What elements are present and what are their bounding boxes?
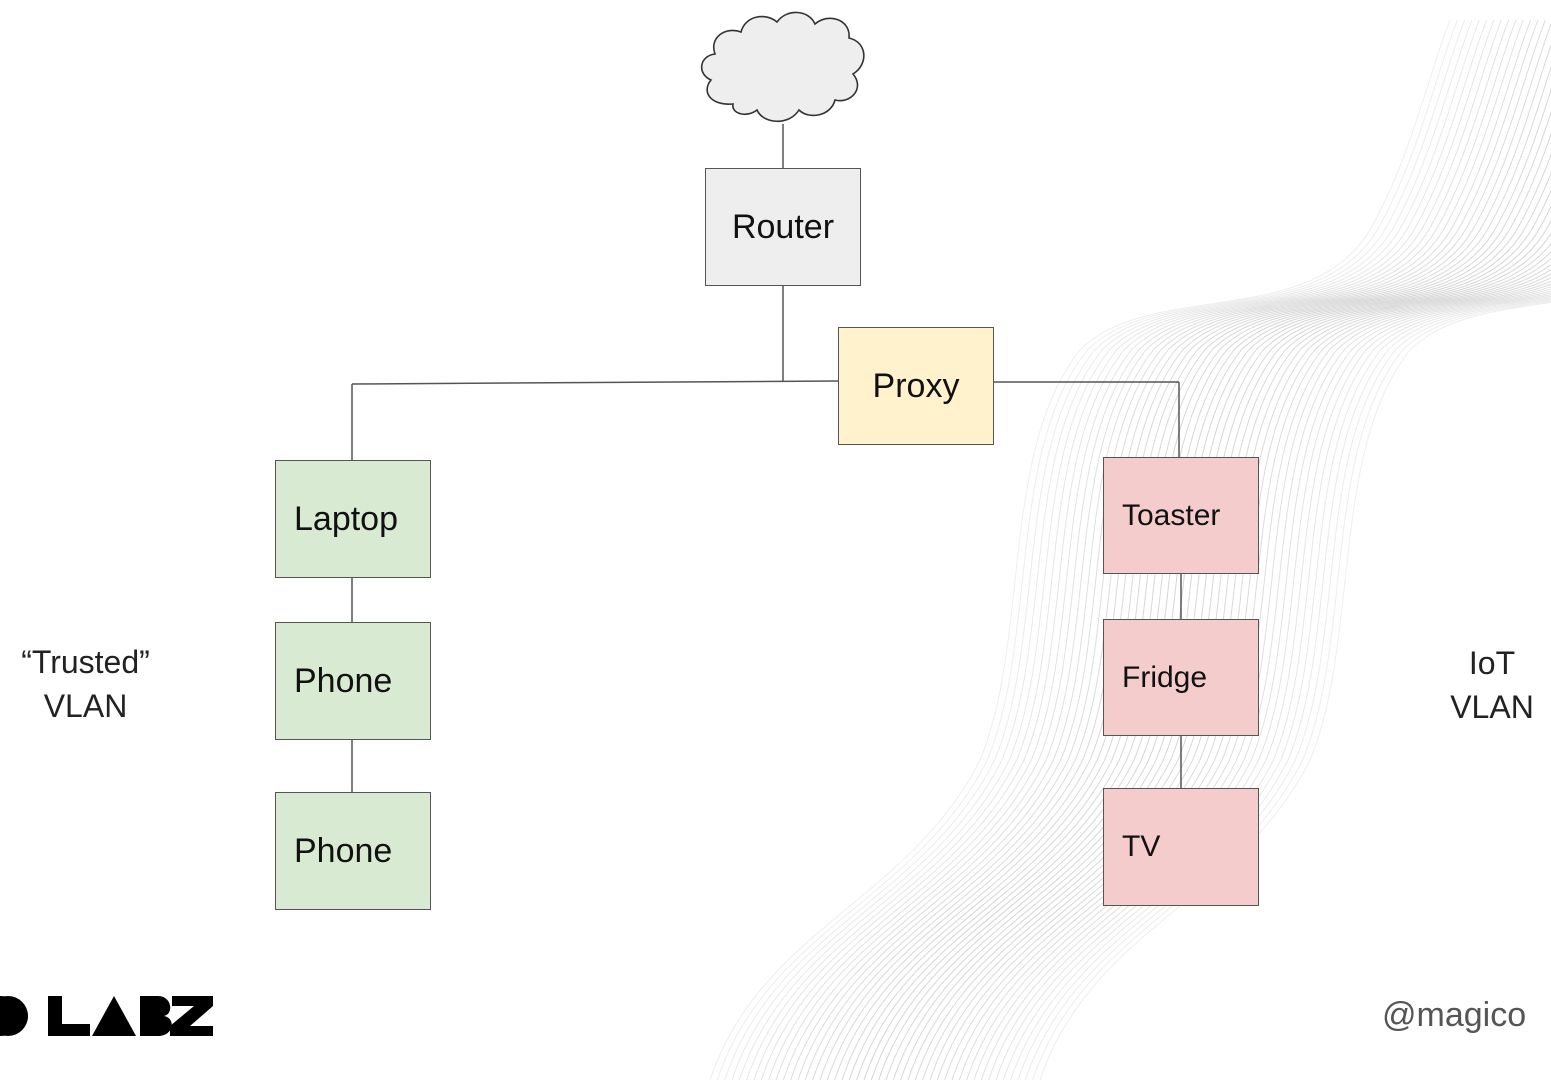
iot-vlan-line2: VLAN — [1450, 689, 1534, 725]
laptop-node[interactable]: Laptop — [275, 460, 431, 578]
cloud-icon — [700, 11, 865, 123]
wave-line — [914, 257, 1551, 1080]
edge-trunk-left — [351, 380, 839, 385]
iot-vlan-label: IoT VLAN — [1432, 641, 1551, 729]
wave-line — [856, 153, 1551, 1080]
proxy-node[interactable]: Proxy — [838, 327, 994, 445]
wave-line — [892, 232, 1551, 1080]
wave-line — [746, 19, 1488, 1080]
social-handle: @magico — [1382, 996, 1527, 1034]
trusted-vlan-line2: VLAN — [43, 688, 128, 724]
wave-line — [826, 65, 1551, 1080]
wave-line — [775, 19, 1517, 1080]
trusted-vlan-label: “Trusted” VLAN — [8, 640, 163, 728]
labs-logo — [0, 996, 213, 1036]
wave-line — [834, 88, 1551, 1080]
wave-line — [782, 19, 1524, 1080]
wave-line — [790, 19, 1532, 1080]
wave-line — [929, 268, 1551, 1080]
wave-line — [900, 242, 1551, 1080]
wave-line — [848, 133, 1551, 1080]
phone-node-1[interactable]: Phone — [275, 622, 431, 740]
wave-line — [870, 189, 1551, 1080]
wave-line — [760, 19, 1502, 1080]
wave-line — [812, 22, 1551, 1080]
tv-node[interactable]: TV — [1103, 788, 1259, 906]
wave-line — [709, 19, 1451, 1080]
wave-line — [841, 111, 1551, 1080]
wave-line — [731, 19, 1473, 1080]
wave-line — [863, 172, 1551, 1080]
wave-line — [804, 19, 1546, 1080]
toaster-node[interactable]: Toaster — [1103, 457, 1259, 574]
fridge-node[interactable]: Fridge — [1103, 619, 1259, 736]
trusted-vlan-line1: “Trusted” — [21, 644, 150, 680]
wave-line — [922, 263, 1551, 1080]
wave-line — [716, 19, 1458, 1080]
wave-line — [878, 205, 1551, 1080]
wave-line — [819, 43, 1551, 1080]
router-node[interactable]: Router — [705, 168, 861, 286]
wave-line — [768, 19, 1510, 1080]
iot-vlan-line1: IoT — [1468, 645, 1516, 681]
wave-line — [797, 19, 1539, 1080]
wave-line — [907, 250, 1551, 1080]
wave-line — [738, 19, 1480, 1080]
wave-line — [885, 219, 1551, 1080]
wave-line — [753, 19, 1495, 1080]
wave-line — [724, 19, 1466, 1080]
phone-node-2[interactable]: Phone — [275, 792, 431, 910]
